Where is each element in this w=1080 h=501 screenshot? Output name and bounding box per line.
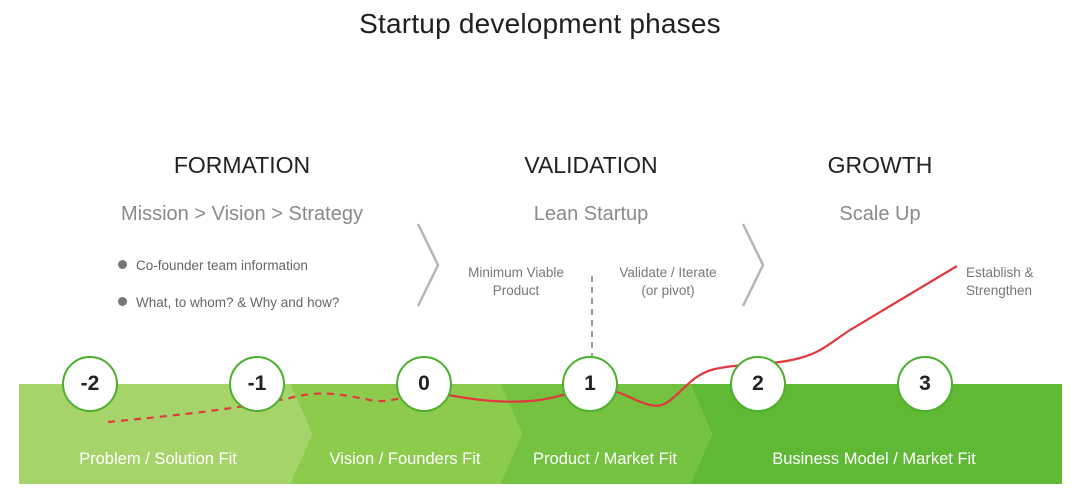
- formation-bullet: Co-founder team information: [118, 258, 308, 273]
- phase-separator-chevron-icon: [416, 223, 440, 307]
- phase-growth-subtitle: Scale Up: [839, 203, 921, 225]
- milestone-circle: -2: [62, 356, 118, 412]
- note-validate: Validate / Iterate (or pivot): [603, 264, 733, 300]
- milestone-circle: 0: [396, 356, 452, 412]
- stage-band-business-model: [690, 384, 1062, 484]
- phase-formation-subtitle: Mission > Vision > Strategy: [121, 203, 363, 225]
- progress-curve-dashed: [107, 388, 425, 424]
- stage-band-product-market: [500, 384, 712, 484]
- phase-growth-title: GROWTH: [827, 152, 933, 178]
- phase-formation-title: FORMATION: [173, 152, 311, 178]
- bullet-dot-icon: [118, 297, 127, 306]
- stage-label-problem-solution: Problem / Solution Fit: [79, 450, 237, 468]
- stage-label-vision-founders: Vision / Founders Fit: [329, 450, 481, 468]
- bullet-text: What, to whom? & Why and how?: [136, 295, 340, 310]
- progress-curve: [423, 265, 958, 407]
- phase-validation-subtitle: Lean Startup: [533, 203, 649, 225]
- phase-separator-chevron-icon: [741, 223, 765, 307]
- bullet-text: Co-founder team information: [136, 258, 308, 273]
- note-line: Product: [492, 283, 540, 298]
- bullet-dot-icon: [118, 260, 127, 269]
- formation-bullet: What, to whom? & Why and how?: [118, 295, 339, 310]
- milestone-circle: -1: [229, 356, 285, 412]
- note-line: Establish &: [966, 265, 1034, 280]
- diagram-title: Startup development phases: [359, 8, 721, 39]
- note-line: Strengthen: [966, 283, 1033, 298]
- milestone-circle: 3: [897, 356, 953, 412]
- note-line: Minimum Viable: [468, 265, 564, 280]
- milestone-circle: 1: [562, 356, 618, 412]
- milestone-circle: 2: [730, 356, 786, 412]
- stage-label-business-model: Business Model / Market Fit: [772, 450, 976, 468]
- stage-band-vision-founders: [290, 384, 522, 484]
- note-mvp: Minimum Viable Product: [456, 264, 576, 300]
- note-line: (or pivot): [641, 283, 695, 298]
- note-line: Validate / Iterate: [619, 265, 717, 280]
- note-establish: Establish & Strengthen: [966, 264, 1042, 300]
- phase-validation-title: VALIDATION: [524, 152, 658, 178]
- stage-label-product-market: Product / Market Fit: [533, 450, 677, 468]
